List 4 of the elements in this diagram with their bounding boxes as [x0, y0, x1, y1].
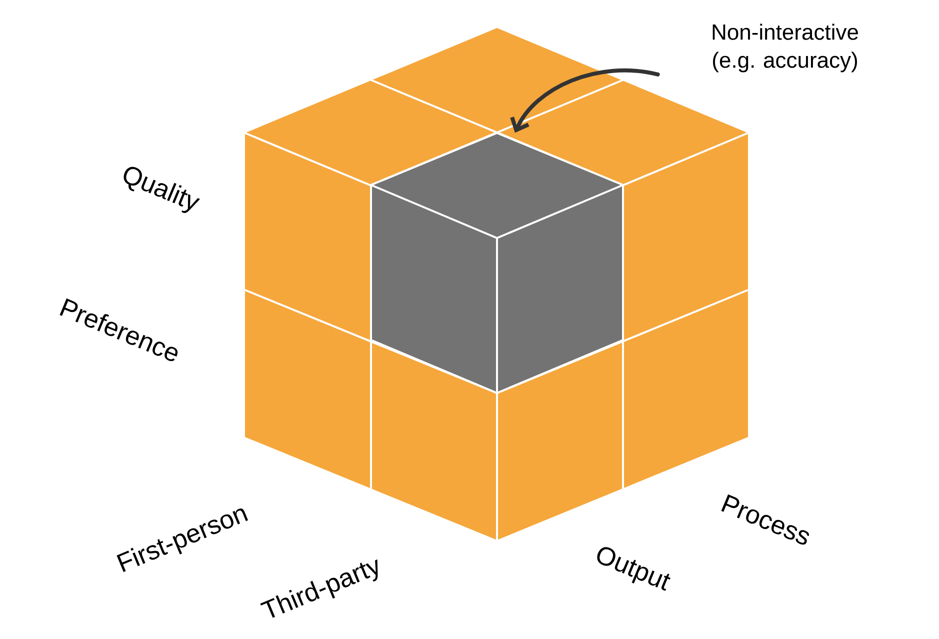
curved-arrow [510, 68, 660, 133]
axis-label: Output [597, 547, 670, 591]
annotation-text: Non-interactive (e.g. accuracy) [712, 24, 858, 72]
highlighted-cube [370, 132, 624, 394]
